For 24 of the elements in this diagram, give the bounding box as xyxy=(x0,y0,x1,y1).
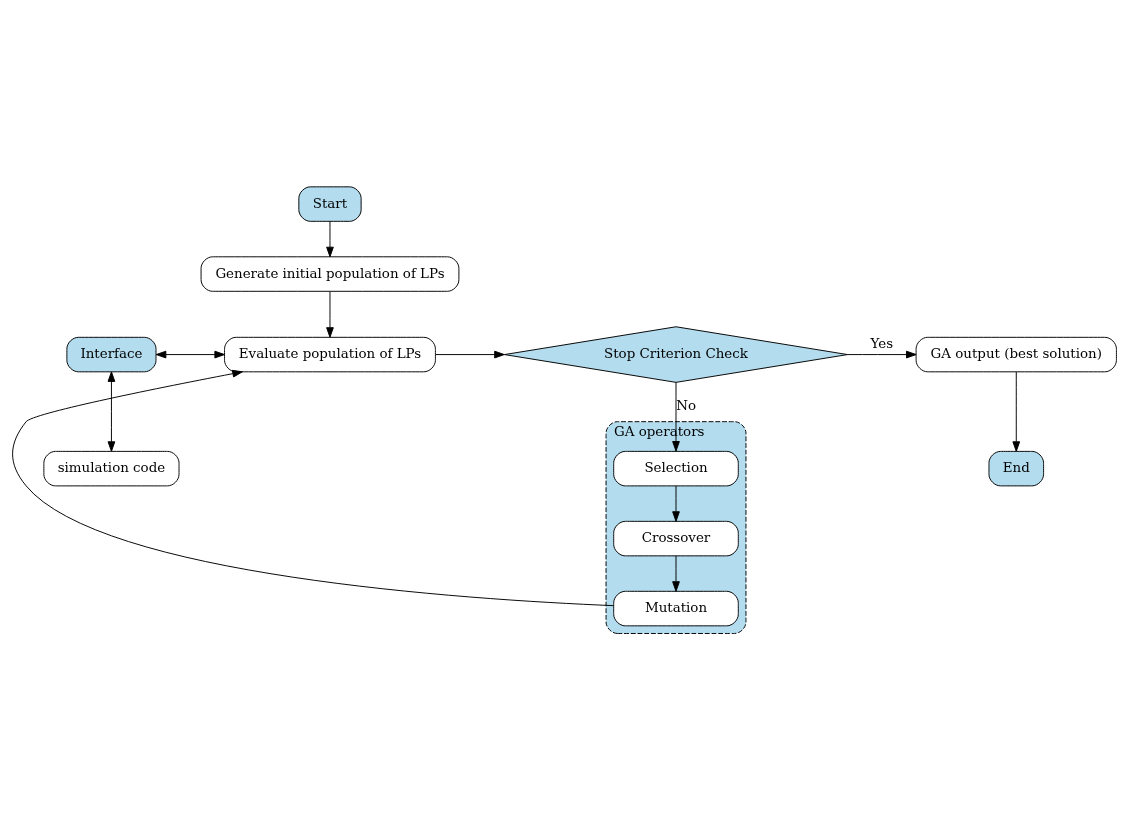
node-box: Crossover xyxy=(613,520,739,556)
node-box: Interface xyxy=(66,336,157,372)
node-box: GA output (best solution) xyxy=(915,336,1117,372)
arrow xyxy=(672,555,680,592)
arrow xyxy=(12,369,614,606)
arrow xyxy=(435,350,505,358)
node-box: Evaluate population of LPs xyxy=(224,336,436,372)
arrow xyxy=(155,350,225,358)
node-box: Mutation xyxy=(613,590,739,626)
edge-label: Yes xyxy=(870,335,894,351)
edge-label: No xyxy=(676,397,696,413)
arrow xyxy=(847,350,917,358)
node-box: Generate initial population of LPs xyxy=(200,255,460,292)
node-box: Selection xyxy=(613,450,739,486)
node-box: Start xyxy=(298,185,362,222)
arrow xyxy=(1012,370,1021,452)
node-box: simulation code xyxy=(43,450,180,486)
node-box: End xyxy=(988,450,1045,486)
arrow xyxy=(326,290,334,338)
arrow xyxy=(672,381,680,452)
arrow xyxy=(326,220,334,257)
node-diamond: Stop Criterion Check xyxy=(503,325,849,383)
arrow xyxy=(672,485,680,522)
arrow xyxy=(107,370,116,452)
